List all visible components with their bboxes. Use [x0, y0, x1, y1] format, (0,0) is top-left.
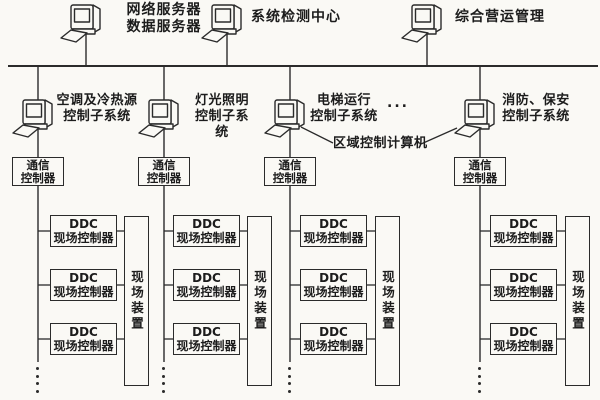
ddc-controller-box: DDC 现场控制器 [173, 323, 240, 355]
hvac-subsystem-computer-icon [12, 97, 60, 139]
field-device-box: 现场装置 [565, 216, 590, 386]
operations-mgmt-computer-icon [401, 2, 449, 44]
ddc-controller-box: DDC 现场控制器 [490, 269, 557, 301]
ddc-controller-box: DDC 现场控制器 [50, 323, 117, 355]
comm-controller-box-3: 通信 控制器 [264, 157, 316, 186]
continuation-dots-icon [478, 367, 481, 393]
continuation-dots-icon [288, 367, 291, 393]
ddc-controller-box: DDC 现场控制器 [173, 215, 240, 247]
ddc-controller-box: DDC 现场控制器 [300, 215, 367, 247]
continuation-dots-icon [36, 367, 39, 393]
operations-management-label: 综合营运管理 [455, 9, 545, 25]
fire-security-subsystem-label: 消防、保安 控制子系统 [502, 93, 570, 124]
fire-security-subsystem-computer-icon [454, 97, 502, 139]
field-device-box: 现场装置 [247, 216, 272, 386]
lighting-subsystem-label: 灯光照明 控制子系统 [194, 93, 249, 140]
elevator-subsystem-computer-icon [264, 97, 312, 139]
network-data-server-computer-icon [60, 2, 108, 44]
ddc-controller-box: DDC 现场控制器 [50, 215, 117, 247]
ddc-controller-box: DDC 现场控制器 [300, 323, 367, 355]
more-subsystems-ellipsis: ... [387, 95, 409, 111]
comm-controller-box-1: 通信 控制器 [12, 157, 64, 186]
elevator-subsystem-label: 电梯运行 控制子系统 [310, 93, 378, 124]
ddc-controller-box: DDC 现场控制器 [490, 323, 557, 355]
comm-controller-box-4: 通信 控制器 [454, 157, 506, 186]
hvac-subsystem-label: 空调及冷热源 控制子系统 [56, 93, 138, 124]
lighting-subsystem-computer-icon [138, 97, 186, 139]
ddc-controller-box: DDC 现场控制器 [300, 269, 367, 301]
field-device-box: 现场装置 [375, 216, 400, 386]
continuation-dots-icon [162, 367, 165, 393]
network-data-server-label: 网络服务器 数据服务器 [126, 2, 202, 36]
comm-controller-box-2: 通信 控制器 [138, 157, 190, 186]
ddc-controller-box: DDC 现场控制器 [490, 215, 557, 247]
ddc-controller-box: DDC 现场控制器 [173, 269, 240, 301]
system-monitoring-center-label: 系统检测中心 [251, 9, 341, 25]
area-control-computer-label: 区域控制计算机 [333, 136, 428, 151]
ddc-controller-box: DDC 现场控制器 [50, 269, 117, 301]
field-device-box: 现场装置 [124, 216, 149, 386]
